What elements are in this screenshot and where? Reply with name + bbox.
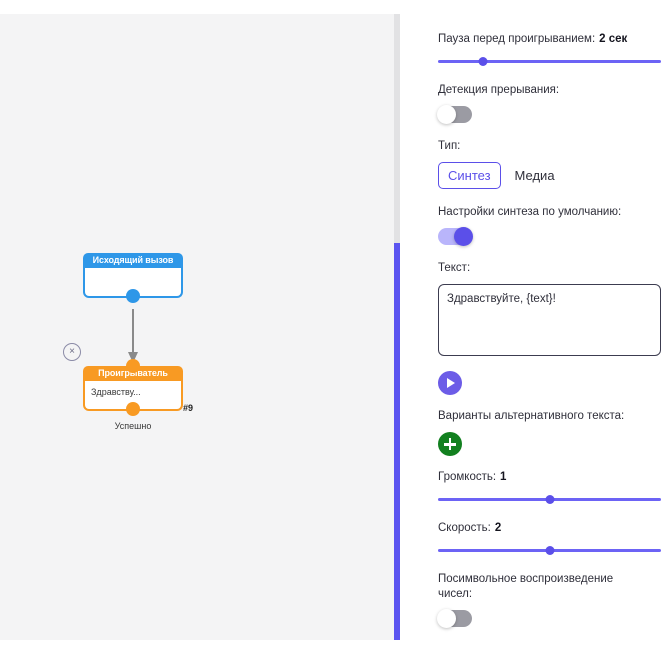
- toggle-knob: [437, 105, 456, 124]
- alt-text-label: Варианты альтернативного текста:: [438, 410, 625, 422]
- toggle-knob: [454, 227, 473, 246]
- pause-slider-thumb[interactable]: [478, 57, 488, 66]
- node-body-text-player: Здравству...: [91, 387, 141, 397]
- delete-connection-icon[interactable]: ×: [63, 343, 81, 361]
- node-input-port-player[interactable]: [126, 359, 140, 373]
- volume-value: 1: [500, 471, 507, 483]
- speed-group: Скорость:2: [438, 521, 661, 556]
- digit-by-digit-group: Посимвольное воспроизведение чисел:: [437, 572, 661, 628]
- volume-label: Громкость:1: [438, 471, 507, 483]
- default-synthesis-label: Настройки синтеза по умолчанию:: [438, 206, 622, 218]
- node-output-port-outgoing-call[interactable]: [126, 289, 140, 303]
- type-tab-synthesis[interactable]: Синтез: [438, 162, 501, 189]
- node-outgoing-call[interactable]: Исходящий вызов: [83, 253, 183, 303]
- volume-slider-thumb[interactable]: [545, 495, 554, 504]
- interrupt-detection-label: Детекция прерывания:: [438, 84, 560, 96]
- node-header-player: Проигрыватель: [83, 366, 183, 381]
- speed-label: Скорость:2: [438, 522, 502, 534]
- node-header-outgoing-call: Исходящий вызов: [83, 253, 183, 268]
- pause-value: 2 сек: [599, 33, 628, 45]
- node-player[interactable]: Проигрыватель Здравству... #9 Успешно: [83, 359, 193, 431]
- plus-icon-vertical: [448, 438, 452, 450]
- canvas-scrollbar-track[interactable]: [394, 14, 400, 640]
- default-synthesis-toggle[interactable]: [438, 227, 473, 246]
- node-body-outgoing-call[interactable]: [83, 268, 183, 303]
- type-group: Тип: Синтез Медиа: [438, 139, 661, 189]
- alt-text-group: Варианты альтернативного текста:: [438, 409, 661, 456]
- node-settings-panel: Пауза перед проигрыванием:2 сек Детекция…: [428, 14, 671, 645]
- node-output-label-player: Успешно: [114, 421, 152, 431]
- text-group: Текст:: [438, 261, 661, 395]
- text-input[interactable]: [438, 284, 661, 356]
- play-button[interactable]: [438, 371, 462, 395]
- canvas-scrollbar-thumb[interactable]: [394, 243, 400, 640]
- type-label: Тип:: [438, 140, 461, 152]
- pause-slider-track: [438, 60, 661, 63]
- close-icon: ×: [69, 346, 75, 357]
- default-synthesis-group: Настройки синтеза по умолчанию:: [438, 205, 661, 246]
- node-body-player[interactable]: Здравству... #9 Успешно: [83, 381, 193, 431]
- digit-by-digit-toggle[interactable]: [437, 609, 472, 628]
- pause-label: Пауза перед проигрыванием:2 сек: [438, 33, 628, 45]
- pause-slider[interactable]: [438, 55, 661, 67]
- volume-slider[interactable]: [438, 493, 661, 505]
- interrupt-detection-group: Детекция прерывания:: [437, 83, 661, 124]
- digit-by-digit-label: Посимвольное воспроизведение чисел:: [438, 573, 614, 600]
- node-index-badge: #9: [182, 403, 193, 413]
- flow-canvas[interactable]: × Исходящий вызов Проигрыватель Здравств…: [0, 14, 400, 640]
- add-alt-text-button[interactable]: [438, 432, 462, 456]
- volume-group: Громкость:1: [438, 470, 661, 505]
- edge-connector-arrow: [128, 309, 138, 363]
- pause-setting-group: Пауза перед проигрыванием:2 сек: [438, 32, 661, 67]
- text-label: Текст:: [438, 262, 471, 274]
- speed-slider[interactable]: [438, 544, 661, 556]
- speed-value: 2: [494, 522, 502, 534]
- type-tab-media[interactable]: Медиа: [514, 168, 555, 183]
- play-icon: [447, 378, 455, 388]
- toggle-knob: [437, 609, 456, 628]
- speed-slider-thumb[interactable]: [545, 546, 554, 555]
- type-tabs: Синтез Медиа: [438, 162, 661, 189]
- node-output-port-player[interactable]: [126, 402, 140, 416]
- interrupt-detection-toggle[interactable]: [437, 105, 472, 124]
